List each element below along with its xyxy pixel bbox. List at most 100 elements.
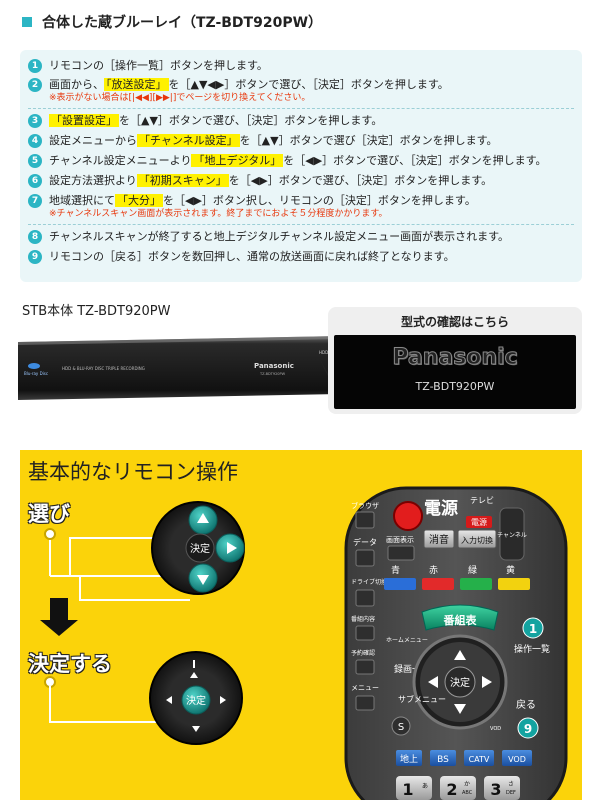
step-2: 2 画面から、「放送設定」を［▲▼◀▶］ボタンで選び、［決定］ボタンを押します。… xyxy=(28,78,574,104)
step-note: ※表示がない場合は[|◀◀][▶▶|]でページを切り換えてください。 xyxy=(49,93,311,103)
guide-label: 番組表 xyxy=(443,613,478,627)
blu-ray-logo-icon: Blu-ray Disc xyxy=(24,363,48,376)
divider xyxy=(28,224,574,225)
section-heading: 合体した蔵ブルーレイ（TZ-BDT920PW） xyxy=(22,12,322,32)
confirm-brand: Panasonic xyxy=(392,345,518,371)
dpad-decide-center-label: 決定 xyxy=(186,694,206,707)
step-note: ※チャンネルスキャン画面が表示されます。終了までにおよそ５分程度かかります。 xyxy=(49,209,388,219)
device-hdd-label: HDD xyxy=(319,350,328,355)
step-text-pre: 設定メニューから xyxy=(49,134,137,147)
blue-button xyxy=(384,578,416,590)
dpad-center-label: 決定 xyxy=(190,542,210,555)
step-text-pre: 地域選択にて xyxy=(49,194,115,207)
display-label: 画面表示 xyxy=(386,535,414,544)
down-arrow-icon xyxy=(40,598,78,636)
step-text: リモコンの［戻る］ボタンを数回押し、通常の放送画面に戻れば終了となります。 xyxy=(49,250,455,263)
remote-section-title: 基本的なリモコン操作 xyxy=(28,460,238,484)
heading-square-icon xyxy=(22,17,32,27)
badge-9: 9 xyxy=(524,722,532,736)
step-text-pre: 画面から、 xyxy=(49,78,104,91)
vod-label: VOD xyxy=(508,755,526,764)
step-text-post: を［◀▶］ボタン択し、リモコンの［決定］ボタンを押します。 xyxy=(163,194,476,207)
power-button xyxy=(393,501,423,531)
step-number: 7 xyxy=(28,194,42,208)
device-small-text: HDD & BLU-RAY DISC TRIPLE RECORDING xyxy=(62,366,145,371)
heading-title: 合体した蔵ブルーレイ（TZ-BDT920PW） xyxy=(42,15,323,31)
step-9: 9 リモコンの［戻る］ボタンを数回押し、通常の放送画面に戻れば終了となります。 xyxy=(28,250,574,264)
step-text-pre: 設定方法選択より xyxy=(49,174,137,187)
model-plate: Panasonic TZ-BDT920PW xyxy=(334,335,576,409)
step-text-pre: チャンネル設定メニューより xyxy=(49,154,192,167)
step-3: 3 「設置設定」を［▲▼］ボタンで選び、［決定］ボタンを押します。 xyxy=(28,114,574,128)
step-5: 5 チャンネル設定メニューより「地上デジタル」を［◀▶］ボタンで選び、［決定］ボ… xyxy=(28,154,574,168)
step-number: 6 xyxy=(28,174,42,188)
s-label: S xyxy=(398,722,404,733)
guide-button xyxy=(421,604,499,631)
step-highlight: 「チャンネル設定」 xyxy=(137,134,240,147)
step-number: 2 xyxy=(28,78,42,92)
remote-diagram: 決定 決定 電源 テレビ 電源 チャンネル xyxy=(40,486,568,800)
num-3-label: 3 xyxy=(490,780,501,799)
step-highlight: 「大分」 xyxy=(115,194,163,207)
confirm-title: 型式の確認はこちら xyxy=(400,315,509,329)
step-number: 5 xyxy=(28,154,42,168)
dpad-select-icon: 決定 xyxy=(151,501,245,595)
vod-small-label: VOD xyxy=(490,726,501,732)
model-confirm-panel: 型式の確認はこちら Panasonic TZ-BDT920PW xyxy=(328,307,582,414)
device-bd-label: Blu-ray Disc xyxy=(24,371,48,376)
browse-label: ブラウザ xyxy=(351,501,379,510)
submenu-label: サブメニュー xyxy=(398,694,446,704)
bs-label: BS xyxy=(437,755,449,765)
step-text-post: を［◀▶］ボタンで選び、［決定］ボタンを押します。 xyxy=(228,174,493,187)
step-8: 8 チャンネルスキャンが終了すると地上デジタルチャンネル設定メニュー画面が表示さ… xyxy=(28,230,574,244)
confirm-model: TZ-BDT920PW xyxy=(415,380,495,393)
red-label: 赤 xyxy=(429,565,438,576)
step-7: 7 地域選択にて「大分」を［◀▶］ボタン択し、リモコンの［決定］ボタンを押します… xyxy=(28,194,574,220)
step-text-post: を［◀▶］ボタンで選び、［決定］ボタンを押します。 xyxy=(283,154,547,167)
channel-label: チャンネル xyxy=(497,532,527,539)
step-number: 8 xyxy=(28,230,42,244)
step-number: 1 xyxy=(28,59,42,73)
stb-device-image: Blu-ray Disc HDD & BLU-RAY DISC TRIPLE R… xyxy=(18,336,340,400)
drive-label: ドライブ切換 xyxy=(351,578,387,586)
select-label: 選び xyxy=(28,502,70,526)
kana-2-label: か xyxy=(464,781,470,788)
abc-label: ABC xyxy=(462,790,473,796)
num-2-label: 2 xyxy=(446,780,457,799)
red-button xyxy=(422,578,454,590)
step-text: リモコンの［操作一覧］ボタンを押します。 xyxy=(49,59,268,72)
step-1: 1 リモコンの［操作一覧］ボタンを押します。 xyxy=(28,59,574,73)
tv-power-label: 電源 xyxy=(471,518,487,527)
device-brand: Panasonic xyxy=(254,362,294,370)
def-label: DEF xyxy=(506,790,516,796)
step-highlight: 「設置設定」 xyxy=(49,114,119,127)
badge-1: 1 xyxy=(529,622,537,636)
home-menu-label: ホームメニュー xyxy=(386,637,428,644)
input-label: 入力切換 xyxy=(461,535,493,545)
menu-label: メニュー xyxy=(351,684,379,692)
terrestrial-label: 地上 xyxy=(400,753,418,765)
mute-label: 消音 xyxy=(429,533,449,546)
yellow-label: 黄 xyxy=(506,564,515,576)
back-label: 戻る xyxy=(516,698,536,711)
remote-control-image: 電源 テレビ 電源 チャンネル ブラウザ データ ドライブ切換 番組内容 予約確… xyxy=(344,486,568,800)
program-contents-label: 番組内容 xyxy=(351,615,375,623)
kana-3-label: さ xyxy=(508,781,514,788)
yellow-button xyxy=(498,578,530,590)
remote-guide-section: 基本的なリモコン操作 選び 決定する xyxy=(20,450,582,800)
tv-label: テレビ xyxy=(470,496,494,505)
step-6: 6 設定方法選択より「初期スキャン」を［◀▶］ボタンで選び、［決定］ボタンを押し… xyxy=(28,174,574,188)
num-1-label: 1 xyxy=(402,780,413,799)
step-text: チャンネルスキャンが終了すると地上デジタルチャンネル設定メニュー画面が表示されま… xyxy=(49,230,510,243)
reservation-label: 予約確認 xyxy=(351,649,375,657)
remote-dpad-center-label: 決定 xyxy=(450,676,470,689)
device-model-label: TZ-BDT920PW xyxy=(259,372,286,376)
green-label: 緑 xyxy=(468,564,477,576)
data-label: データ xyxy=(353,537,377,547)
step-text-post: を［▲▼］ボタンで選び、［決定］ボタンを押します。 xyxy=(119,114,383,127)
catv-label: CATV xyxy=(469,755,490,764)
op-list-label: 操作一覧 xyxy=(514,643,550,655)
dpad-decide-icon: 決定 xyxy=(149,651,243,745)
step-number: 4 xyxy=(28,134,42,148)
step-text-post: を［▲▼］ボタンで選び［決定］ボタンを押します。 xyxy=(239,134,498,147)
